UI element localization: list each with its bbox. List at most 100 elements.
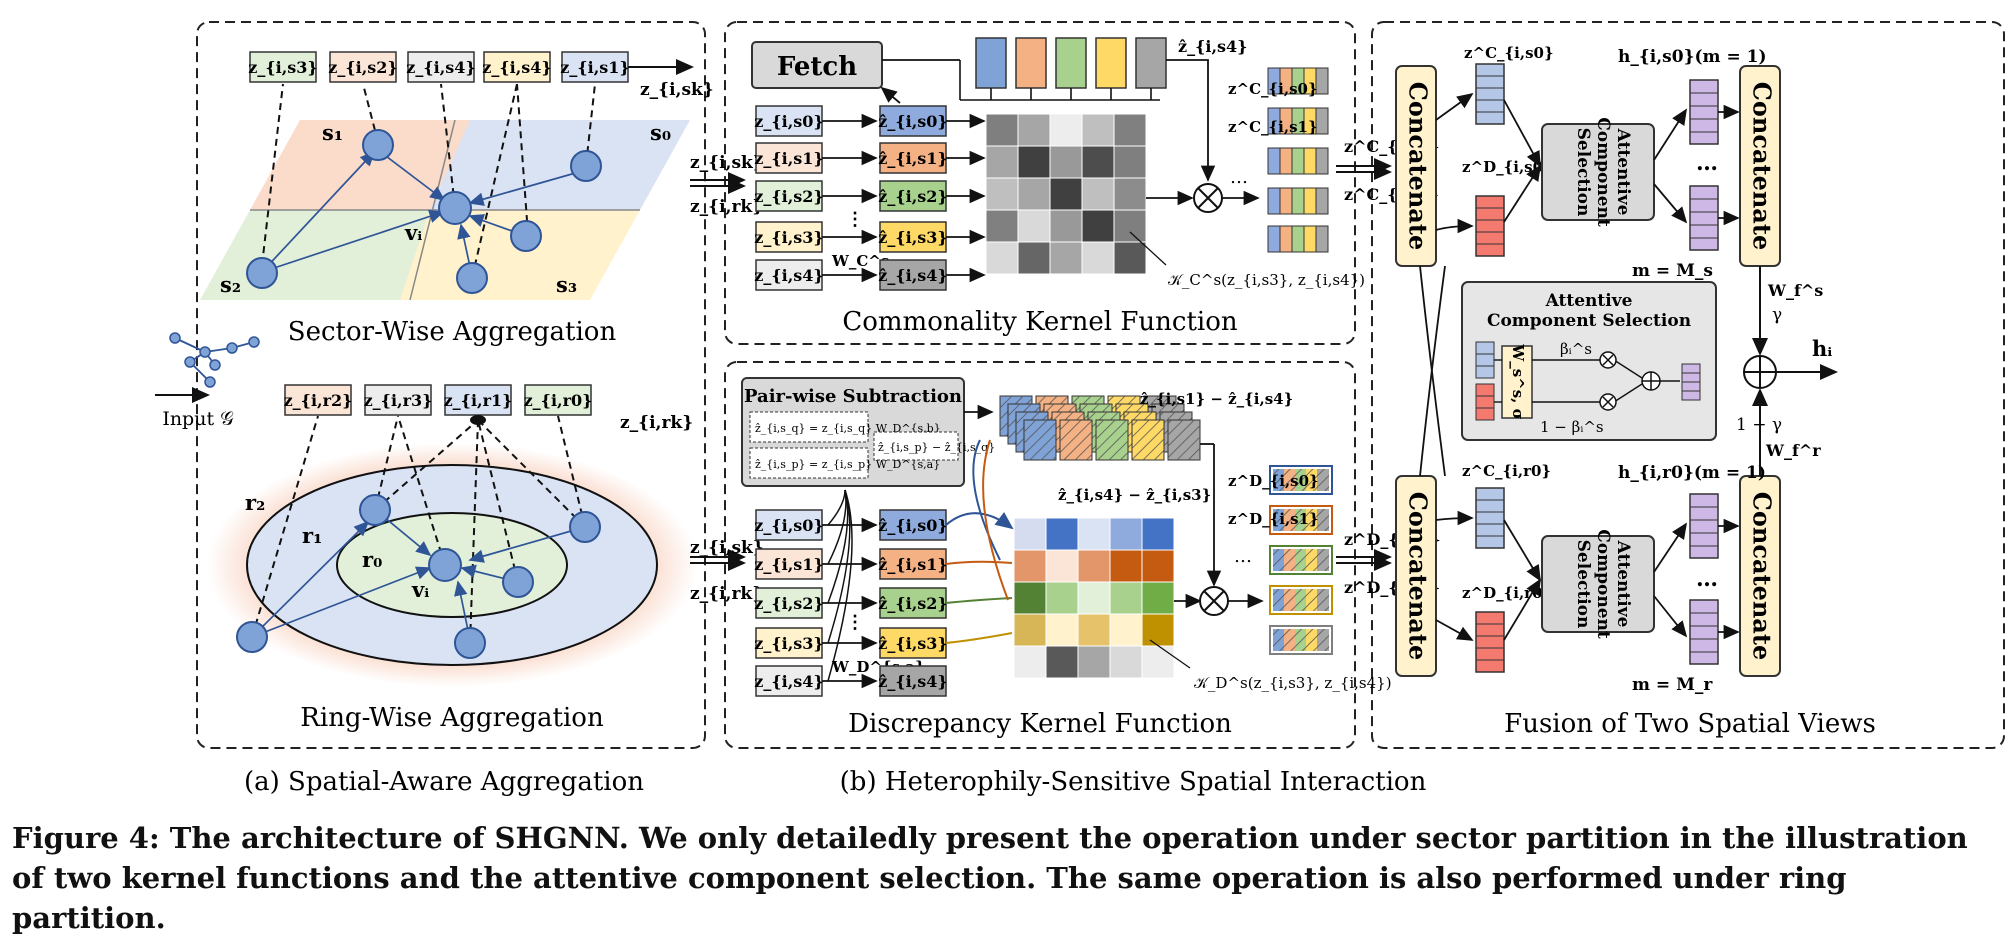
subcaption-a: (a) Spatial-Aware Aggregation: [244, 767, 644, 797]
panel-b1-border: [724, 21, 1356, 345]
a-to-b-arrows: z_{i,sk} z_{i,rk} z_{i,sk} z_{i,rk}: [690, 153, 764, 604]
sector-label-s0: s₀: [650, 120, 671, 145]
commonality-matrix: [985, 113, 1147, 275]
m-top-label: m = M_s: [1632, 261, 1713, 281]
d-proj-0: ẑ_{i,s0}: [878, 516, 947, 535]
d-proj-1: ẑ_{i,s1}: [878, 555, 947, 574]
c-proj-0: ẑ_{i,s0}: [878, 112, 947, 131]
discrepancy-matrix: [1013, 517, 1175, 679]
c-in-3: z_{i,s3}: [754, 228, 823, 247]
ring-aggregation: z_{i,r2} z_{i,r3} z_{i,r1} z_{i,r0} z_{i…: [207, 384, 697, 733]
gamma-label: γ: [1772, 305, 1782, 325]
input-label: Input 𝒢: [162, 408, 234, 430]
commonality-projected: ẑ_{i,s0} ẑ_{i,s1} ẑ_{i,s2} ẑ_{i,s3} ẑ_{i…: [878, 105, 948, 291]
commonality-outputs: z^C_{i,s0} z^C_{i,s1}: [1228, 67, 1329, 253]
sector-aggregation: z_{i,s3} z_{i,s2} z_{i,s4} z_{i,s4} z_{i…: [200, 51, 714, 347]
acs-top: [1541, 123, 1655, 221]
discrepancy-outputs: z^D_{i,s0} z^D_{i,s1}: [1228, 465, 1333, 655]
ring-label-r2: r₂: [245, 490, 265, 515]
sector-emb-1: z_{i,s2}: [328, 58, 397, 77]
c-out-0: z^C_{i,s0}: [1228, 80, 1318, 98]
b1-in-label-s: z_{i,sk}: [690, 153, 764, 173]
wf-top-label: W_f^s: [1767, 281, 1823, 300]
ring-embeddings: z_{i,r2} z_{i,r3} z_{i,r1} z_{i,r0} z_{i…: [284, 384, 693, 433]
c-proj-3: ẑ_{i,s3}: [878, 228, 947, 247]
b2-in-label-r: z_{i,rk}: [690, 584, 763, 604]
output-label: hᵢ: [1812, 336, 1832, 361]
sector-label-s2: s₂: [220, 272, 241, 297]
acs-top-label: AttentiveComponentSelection: [1573, 117, 1633, 227]
bot-c-label: z^C_{i,r0}: [1462, 462, 1551, 480]
sector-label-s3: s₃: [556, 272, 577, 297]
fusion-title: Fusion of Two Spatial Views: [1504, 709, 1876, 739]
fetch-label: Fetch: [777, 52, 857, 82]
svg-text:…: …: [1234, 546, 1252, 567]
kernel-d-label: 𝒦_D^s(z_{i,s3}, z_{i,s4}): [1194, 674, 1392, 692]
wf-bot-label: W_f^r: [1765, 441, 1821, 460]
concat-label-3: Concatenate: [1748, 82, 1777, 250]
discrepancy-kernel: Pair-wise Subtraction ẑ_{i,s_q} = z_{i,s…: [741, 377, 1392, 739]
sector-title: Sector-Wise Aggregation: [288, 317, 617, 347]
ring-emb-0: z_{i,r2}: [284, 391, 353, 410]
ws-sigma: W_s^s, σ: [1509, 343, 1527, 419]
d-in-2: z_{i,s2}: [754, 594, 823, 613]
commonality-inputs: z_{i,s0} z_{i,s1} z_{i,s2} z_{i,s3} z_{i…: [754, 105, 824, 291]
ring-center-node: [428, 548, 462, 582]
concat-label-1: Concatenate: [1404, 82, 1433, 250]
d-out-0: z^D_{i,s0}: [1228, 472, 1319, 490]
fetch-box: [751, 41, 883, 89]
discrepancy-title: Discrepancy Kernel Function: [848, 709, 1232, 739]
ring-emb-2: z_{i,r1}: [444, 391, 513, 410]
c-in-2: z_{i,s2}: [754, 187, 823, 206]
c-in-0: z_{i,s0}: [754, 112, 823, 131]
acs-bottom-label: AttentiveComponentSelection: [1573, 529, 1633, 639]
diff-top-label: ẑ_{i,s1} − ẑ_{i,s4}: [1140, 390, 1293, 408]
figure-caption: Figure 4: The architecture of SHGNN. We …: [12, 821, 1968, 935]
diff-stack: [999, 395, 1201, 461]
one-minus-gamma-label: 1 − γ: [1736, 415, 1782, 435]
ring-title: Ring-Wise Aggregation: [300, 703, 604, 733]
b2-in-label-s: z_{i,sk}: [690, 538, 764, 558]
sector-embeddings: z_{i,s3} z_{i,s2} z_{i,s4} z_{i,s4} z_{i…: [248, 51, 714, 100]
commonality-kernel: Fetch ẑ_{i,s4} z_{i,s0} z_{i,s1} z_{i,s2…: [751, 37, 1365, 337]
concat-label-2: Concatenate: [1404, 492, 1433, 660]
sector-emb-0: z_{i,s3}: [248, 58, 317, 77]
svg-text:…: …: [1696, 150, 1718, 176]
acs-bottom: [1541, 535, 1655, 633]
d-in-0: z_{i,s0}: [754, 516, 823, 535]
d-in-3: z_{i,s3}: [754, 634, 823, 653]
c-in-4: z_{i,s4}: [754, 266, 823, 285]
h-top-vectors: …: [1689, 79, 1719, 251]
architecture-diagram: z_{i,s3} z_{i,s2} z_{i,s4} z_{i,s4} z_{i…: [155, 21, 2005, 797]
kernel-c-label: 𝒦_C^s(z_{i,s3}, z_{i,s4}): [1168, 271, 1365, 289]
diff-bottom-label: ẑ_{i,s4} − ẑ_{i,s3}: [1058, 486, 1211, 504]
c-proj-2: ẑ_{i,s2}: [878, 187, 947, 206]
weight-c: W_C^s: [831, 252, 889, 270]
c-out-1: z^C_{i,s1}: [1228, 118, 1318, 136]
d-in-1: z_{i,s1}: [754, 555, 823, 574]
bottom-vectors: z^C_{i,r0} z^D_{i,r0}: [1462, 462, 1552, 673]
svg-text:ẑ_{i,s_p} − ẑ_{i,s_q}: ẑ_{i,s_p} − ẑ_{i,s_q}: [878, 441, 995, 454]
h-top-label: h_{i,s0}(m = 1): [1618, 47, 1766, 67]
d-proj-2: ẑ_{i,s2}: [878, 594, 947, 613]
h-bottom-vectors: …: [1689, 493, 1719, 665]
sector-s0: [430, 120, 690, 210]
ring-label-r0: r₀: [362, 547, 382, 572]
svg-text:⋮: ⋮: [846, 612, 864, 633]
sector-label-s1: s₁: [322, 120, 343, 145]
svg-text:…: …: [1230, 167, 1248, 188]
sector-output-label: z_{i,sk}: [640, 80, 714, 100]
concat-top-left: [1395, 65, 1437, 267]
panel-a-border: [196, 21, 706, 749]
commonality-title: Commonality Kernel Function: [842, 307, 1238, 337]
m-bot-label: m = M_r: [1632, 675, 1713, 695]
center-node: [438, 191, 472, 225]
b1-in-label-r: z_{i,rk}: [690, 197, 763, 217]
sector-emb-4: z_{i,s1}: [560, 58, 629, 77]
bot-d-label: z^D_{i,r0}: [1462, 584, 1552, 602]
discrepancy-inputs: z_{i,s0} z_{i,s1} z_{i,s2} z_{i,s3} z_{i…: [754, 509, 824, 697]
c-proj-1: ẑ_{i,s1}: [878, 149, 947, 168]
top-c-label: z^C_{i,s0}: [1464, 44, 1554, 62]
beta-label: βᵢ^s: [1560, 340, 1592, 358]
ring-center-label: vᵢ: [411, 577, 429, 602]
